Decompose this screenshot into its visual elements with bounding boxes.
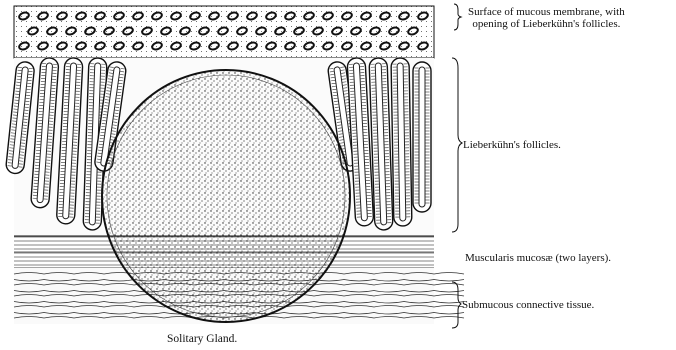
label-muscularis-mucosae: Muscularis mucosæ (two layers). [465,252,611,264]
lieberkuhn-follicle [391,58,412,226]
label-lieberkuhn-follicles: Lieberkühn's follicles. [463,139,561,151]
figure-caption: Solitary Gland. [167,333,237,345]
label-mucous-surface: Surface of mucous membrane, with opening… [468,6,625,30]
lieberkuhn-follicle [413,62,431,212]
label-mucous-surface-line2: opening of Lieberkühn's follicles. [468,18,625,30]
solitary-gland-nodule [102,70,350,322]
label-mucous-surface-line1: Surface of mucous membrane, with [468,6,625,18]
label-brackets [452,4,462,328]
mucous-surface-band [14,6,434,58]
label-submucous-tissue: Submucous connective tissue. [462,299,594,311]
